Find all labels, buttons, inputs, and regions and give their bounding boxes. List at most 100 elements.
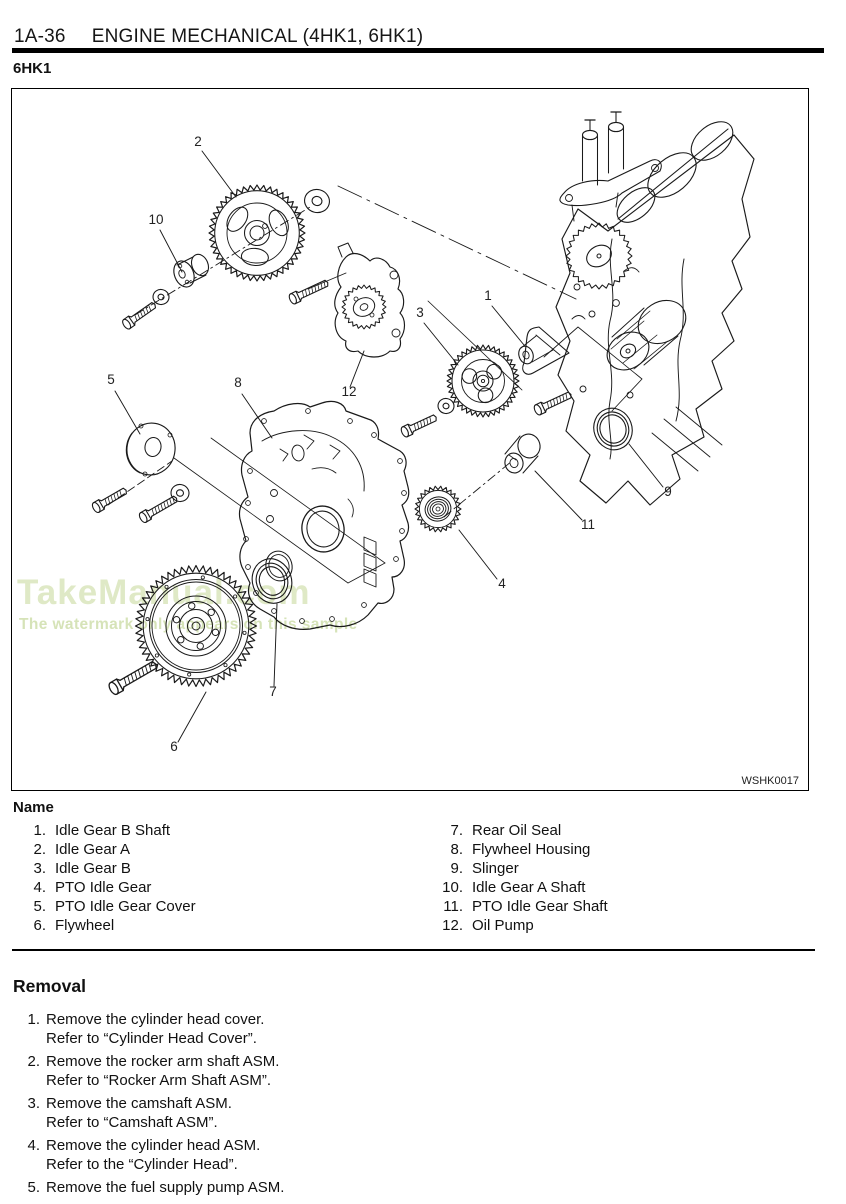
callout-5: 5 — [107, 372, 115, 387]
step-text: Remove the camshaft ASM.Refer to “Camsha… — [46, 1095, 232, 1131]
page-header: 1A-36 ENGINE MECHANICAL (4HK1, 6HK1) — [14, 26, 826, 48]
part-number: 3. — [33, 860, 46, 877]
bolt — [108, 661, 157, 696]
part-label: Rear Oil Seal — [472, 822, 562, 839]
part-number: 7. — [450, 822, 463, 839]
washer — [304, 188, 330, 214]
header-rule — [12, 48, 824, 53]
part-number: 9. — [450, 860, 463, 877]
bolt — [400, 414, 437, 438]
removal-step: 4.Remove the cylinder head ASM.Refer to … — [13, 1136, 813, 1174]
part-flywheel-housing — [238, 400, 410, 630]
part-pto-idle-gear-shaft — [504, 433, 541, 474]
part-flywheel — [134, 564, 258, 688]
part-slinger — [593, 407, 633, 451]
name-heading: Name — [13, 799, 54, 816]
step-number: 1. — [27, 1011, 40, 1028]
callout-leader-1 — [491, 305, 525, 346]
part-label: Idle Gear B — [55, 860, 131, 877]
engine-model-subtitle: 6HK1 — [13, 60, 52, 77]
supply-pump-gear — [565, 222, 633, 290]
callout-leader-7 — [273, 603, 278, 687]
part-label: Slinger — [472, 860, 519, 877]
part-number: 8. — [450, 841, 463, 858]
bolt — [122, 302, 157, 330]
bolt — [288, 279, 329, 305]
part-number: 11. — [443, 898, 463, 915]
part-oil-pump — [334, 242, 406, 358]
part-idle-gear-a — [208, 184, 306, 282]
callout-4: 4 — [498, 576, 506, 591]
part-number: 4. — [33, 879, 46, 896]
part-name-row: 5.PTO Idle Gear Cover — [13, 897, 195, 916]
part-name-row: 12. Oil Pump — [423, 916, 608, 935]
part-name-row: 2. Idle Gear A — [13, 840, 196, 859]
bolt — [91, 487, 127, 514]
callout-leader-12 — [349, 350, 365, 388]
callout-1: 1 — [484, 288, 492, 303]
exploded-diagram-figure: TakeManual.com The watermark only appear… — [11, 88, 809, 791]
washer — [170, 483, 190, 503]
callout-11: 11 — [581, 517, 595, 532]
step-text: Remove the rocker arm shaft ASM.Refer to… — [46, 1053, 280, 1089]
step-number: 2. — [27, 1053, 40, 1070]
callout-12: 12 — [341, 384, 356, 399]
callout-leader-11 — [534, 470, 583, 521]
part-label: PTO Idle Gear Shaft — [472, 898, 608, 915]
callout-leader-3 — [423, 322, 459, 366]
part-label: Idle Gear A — [55, 841, 131, 858]
part-number: 2. — [33, 841, 46, 858]
part-number: 1. — [33, 822, 46, 839]
callout-leader-4 — [458, 529, 498, 580]
part-name-row: 11. PTO Idle Gear Shaft — [423, 897, 608, 916]
step-text: Remove the cylinder head cover.Refer to … — [46, 1011, 265, 1047]
callout-6: 6 — [170, 739, 178, 754]
bolt — [138, 495, 178, 524]
removal-step: 5.Remove the fuel supply pump ASM. — [13, 1178, 813, 1197]
step-number: 4. — [27, 1137, 40, 1154]
phantom-lines — [107, 185, 643, 584]
callout-7: 7 — [269, 684, 277, 699]
callout-8: 8 — [234, 375, 242, 390]
part-label: Idle Gear A Shaft — [472, 879, 586, 896]
callout-leader-8 — [241, 393, 273, 439]
part-name-row: 4. PTO Idle Gear — [13, 878, 196, 897]
part-number: 5. — [33, 898, 46, 915]
part-idle-gear-a-shaft — [173, 253, 210, 288]
part-name-row: 7. Rear Oil Seal — [423, 821, 608, 840]
callout-leader-9 — [628, 443, 664, 488]
washer — [437, 397, 455, 415]
removal-step: 1. Remove the cylinder head cover.Refer t… — [13, 1010, 813, 1048]
part-name-row: 1.Idle Gear B Shaft — [13, 821, 196, 840]
figure-code: WSHK0017 — [741, 775, 799, 787]
step-number: 3. — [27, 1095, 40, 1112]
callout-9: 9 — [664, 484, 672, 499]
part-label: Flywheel — [55, 917, 115, 934]
part-pto-idle-gear-cover — [125, 422, 176, 477]
callout-3: 3 — [416, 305, 424, 320]
part-name-row: 3. Idle Gear B — [13, 859, 196, 878]
callout-leader-10 — [159, 229, 183, 273]
removal-heading: Removal — [13, 976, 86, 996]
part-label: Oil Pump — [472, 917, 534, 934]
page-title: ENGINE MECHANICAL (4HK1, 6HK1) — [91, 26, 424, 47]
part-idle-gear-b-shaft — [518, 326, 570, 375]
part-number: 10. — [442, 879, 463, 896]
callout-leader-6 — [177, 691, 207, 743]
part-rear-oil-seal — [251, 558, 293, 604]
part-idle-gear-b — [446, 344, 520, 418]
part-label: PTO Idle Gear — [55, 879, 152, 896]
part-number: 12. — [442, 917, 463, 934]
part-name-row: 8.Flywheel Housing — [423, 840, 608, 859]
bolt — [533, 391, 572, 416]
part-name-row: 6.Flywheel — [13, 916, 196, 935]
step-text: Remove the fuel supply pump ASM. — [46, 1179, 285, 1196]
removal-step: 3. Remove the camshaft ASM.Refer to “Cams… — [13, 1094, 813, 1132]
crankshaft-stub — [606, 299, 687, 371]
